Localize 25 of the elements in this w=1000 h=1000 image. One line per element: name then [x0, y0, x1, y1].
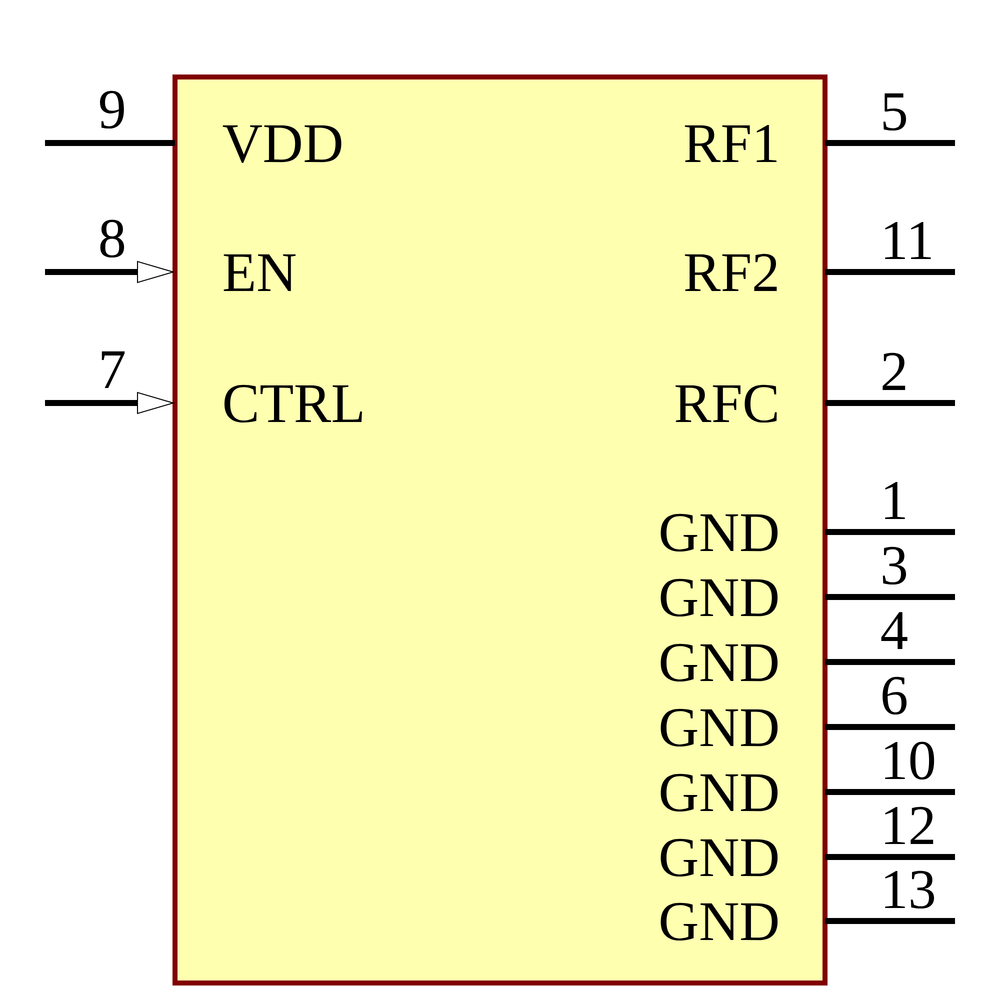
pin-number: 3 [882, 546, 906, 585]
pin-number: 12 [885, 806, 934, 844]
pin-number: 8 [100, 220, 124, 258]
pin-number: 6 [882, 676, 907, 715]
pin-name: EN [224, 254, 296, 291]
pin-number: 11 [885, 222, 931, 259]
pin-number: 13 [885, 870, 934, 909]
pin-name: VDD [222, 125, 342, 163]
pin-name: GND [660, 514, 778, 552]
pin-number: 2 [882, 352, 906, 390]
pin-name: GND [660, 838, 778, 877]
pin-name: RF1 [684, 125, 776, 162]
pin-name: GND [660, 708, 778, 747]
pin-name: RF2 [684, 254, 777, 291]
pin-number: 1 [885, 482, 905, 519]
pin-name: RFC [676, 384, 777, 423]
pin-number: 5 [883, 93, 906, 131]
pin-name: GND [660, 644, 778, 682]
pin-number: 4 [881, 612, 908, 649]
pin-name: GND [660, 902, 778, 941]
pin-number: 9 [100, 90, 124, 129]
pin-name: GND [660, 578, 778, 617]
pin-name: GND [660, 774, 778, 812]
pin-name: CTRL [224, 384, 362, 423]
pin-number: 10 [885, 742, 934, 780]
